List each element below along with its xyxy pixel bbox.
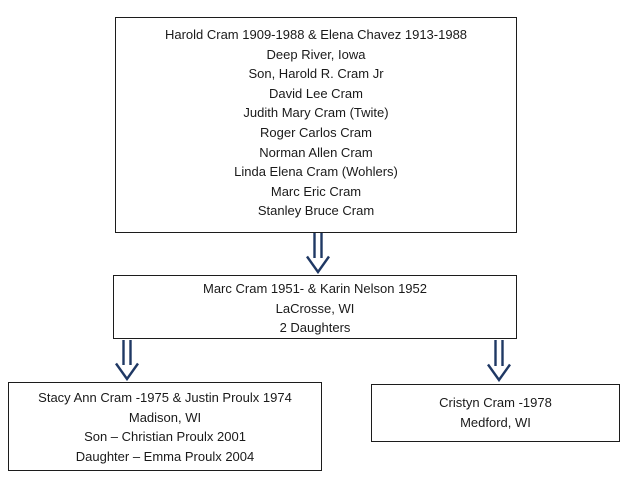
node-line: Judith Mary Cram (Twite) [243, 105, 389, 121]
node-line: Harold Cram 1909-1988 & Elena Chavez 191… [164, 27, 468, 42]
node-line: Cristyn Cram -1978 [439, 395, 552, 410]
node-line: Stacy Ann Cram -1975 & Justin Proulx 197… [38, 390, 292, 405]
node-line: Son – Christian Proulx 2001 [84, 429, 246, 445]
node-line: Roger Carlos Cram [260, 124, 372, 140]
connector-arrow-top-to-middle [306, 233, 330, 274]
node-line: Linda Elena Cram (Wohlers) [234, 164, 398, 180]
node-line: Norman Allen Cram [259, 144, 373, 160]
node-line: Deep River, Iowa [266, 46, 366, 62]
node-line: David Lee Cram [269, 85, 363, 101]
node-line: Medford, WI [460, 414, 531, 430]
node-box-stacy-justin: Stacy Ann Cram -1975 & Justin Proulx 197… [8, 382, 322, 471]
node-line: Marc Cram 1951- & Karin Nelson 1952 [203, 281, 427, 296]
node-line: Marc Eric Cram [270, 183, 362, 199]
node-box-cristyn: Cristyn Cram -1978 Medford, WI [371, 384, 620, 442]
node-line: Stanley Bruce Cram [257, 203, 375, 219]
node-line: Madison, WI [128, 409, 202, 425]
connector-arrow-middle-to-left [115, 340, 139, 381]
connector-arrow-middle-to-right [487, 340, 511, 382]
node-box-harold-elena: Harold Cram 1909-1988 & Elena Chavez 191… [115, 17, 517, 233]
node-line: Son, Harold R. Cram Jr [248, 66, 384, 82]
node-line: LaCrosse, WI [275, 300, 355, 316]
node-line: 2 Daughters [279, 320, 351, 336]
node-line: Daughter – Emma Proulx 2004 [75, 448, 255, 464]
node-box-marc-karin: Marc Cram 1951- & Karin Nelson 1952 LaCr… [113, 275, 517, 339]
